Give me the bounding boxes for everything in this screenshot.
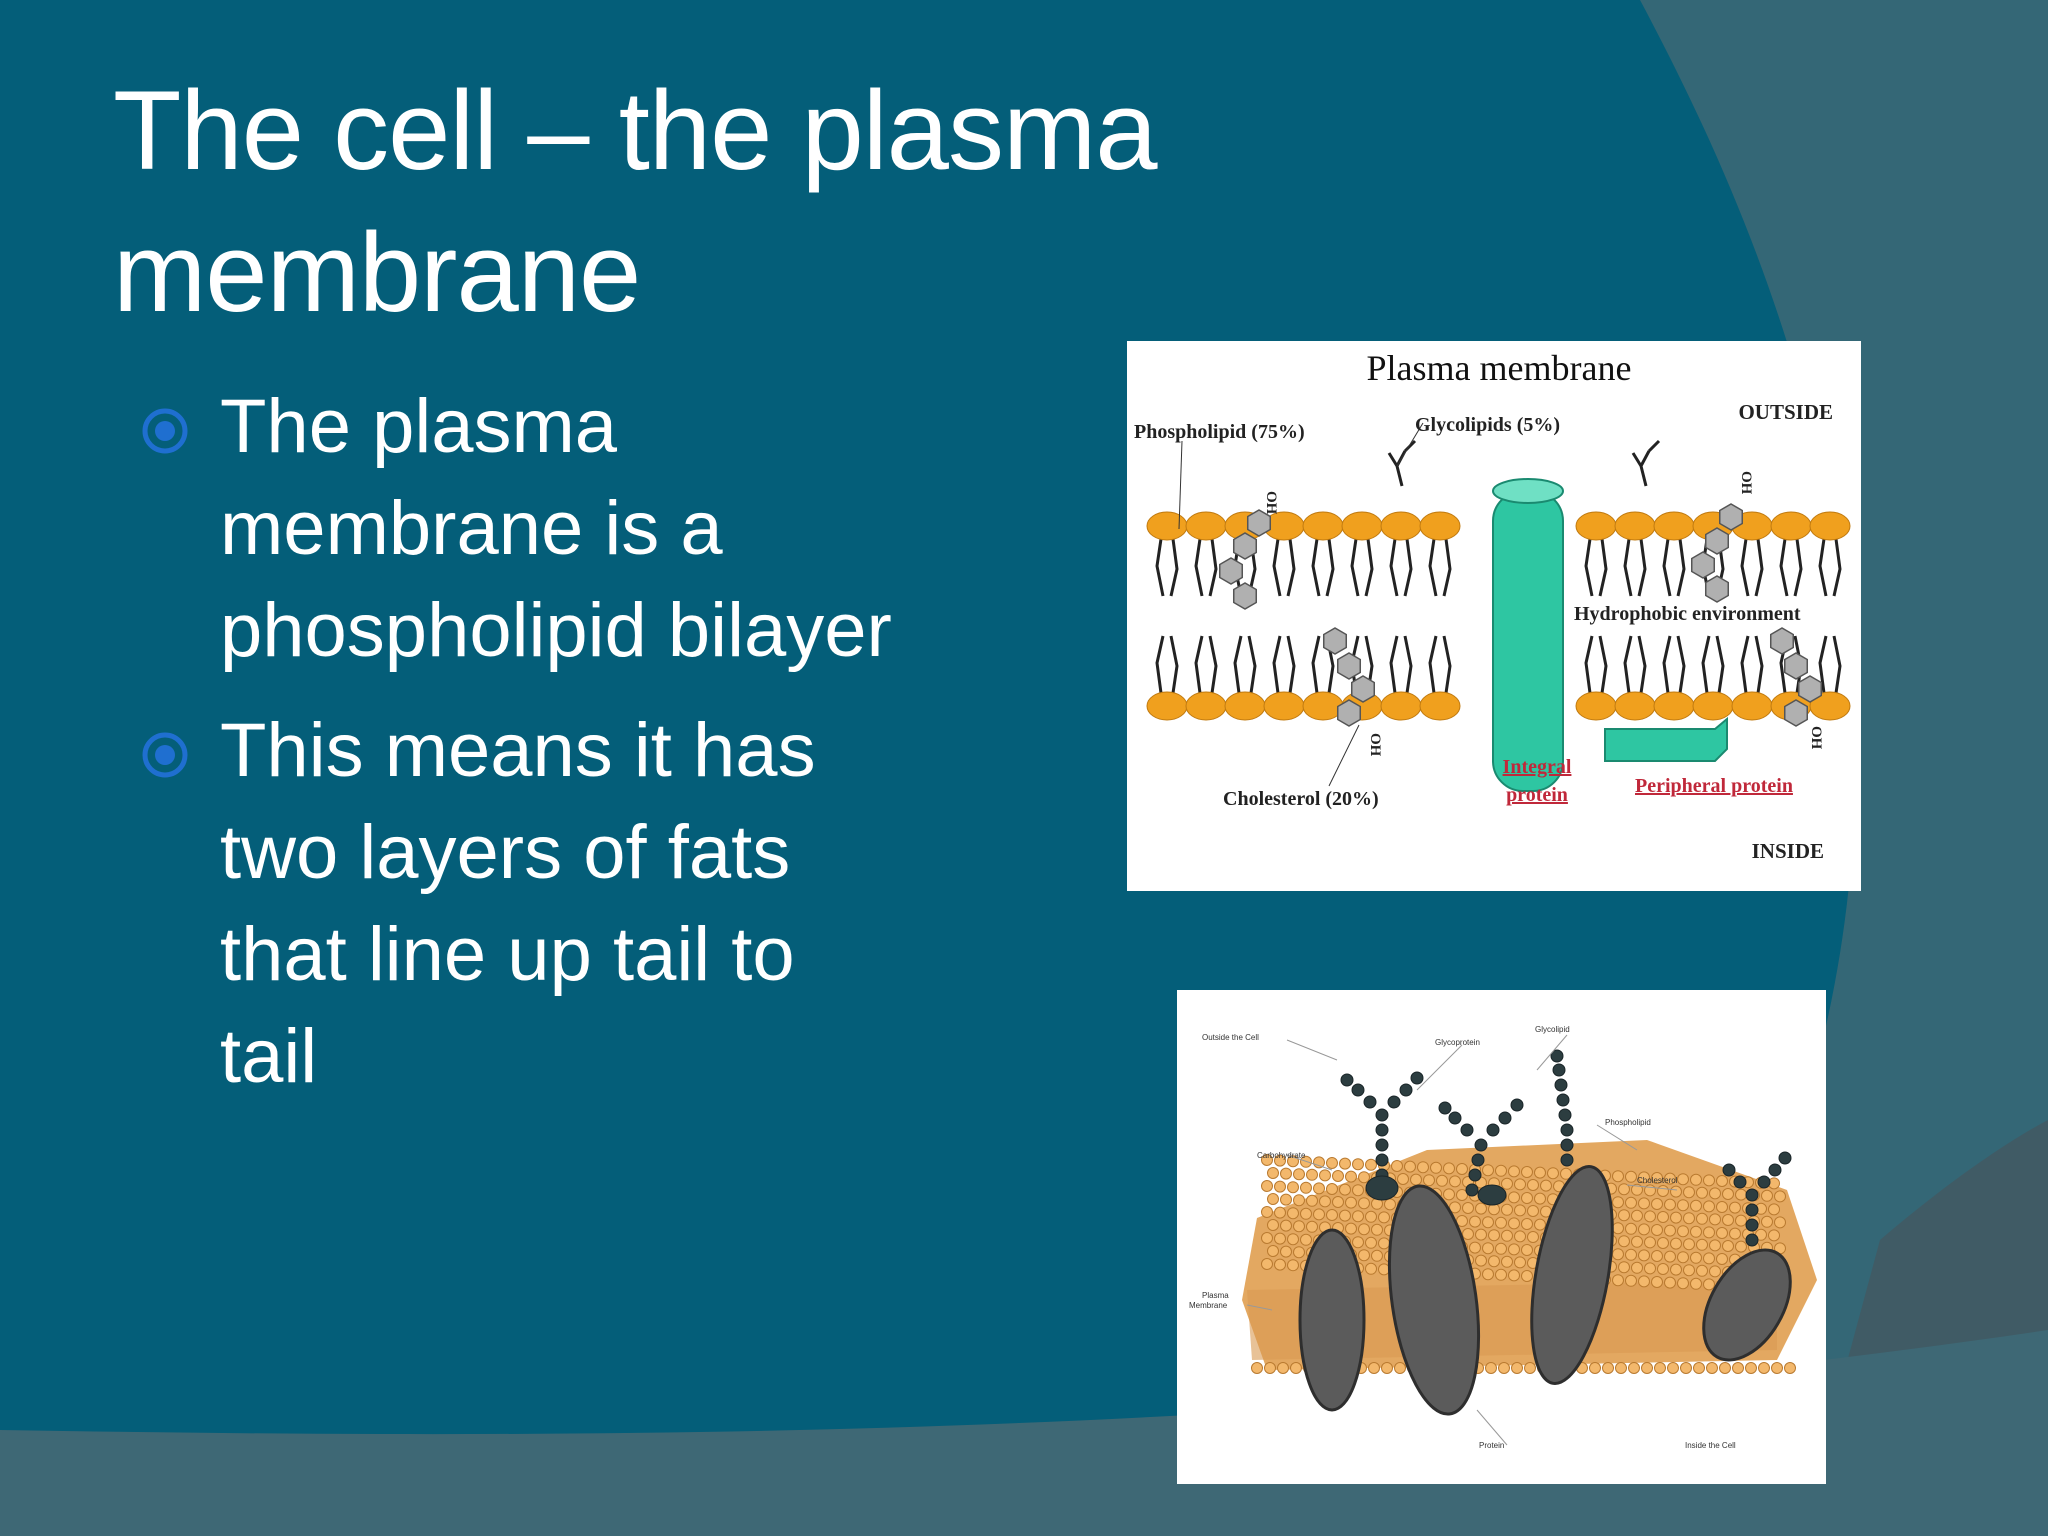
lipid-head xyxy=(1614,691,1656,721)
peripheral-protein-label: Peripheral protein xyxy=(1635,775,1793,797)
phospholipid-label: Phospholipid (75%) xyxy=(1134,421,1305,443)
lipid-head xyxy=(1770,511,1812,541)
cholesterol-ring xyxy=(1704,575,1730,603)
phospholipid-label: Phospholipid xyxy=(1605,1118,1651,1127)
cholesterol-ring xyxy=(1783,699,1809,727)
plasma-membrane-label: Plasma xyxy=(1202,1291,1229,1300)
cholesterol-ring xyxy=(1336,699,1362,727)
lipid-head xyxy=(1692,691,1734,721)
ring-dot-bullet-icon xyxy=(142,408,188,454)
lipid-head xyxy=(1653,511,1695,541)
cholesterol-ring xyxy=(1690,551,1716,579)
plasma-membrane-diagram-graphic: Plasma membrane OUTSIDE Phospholipid (75… xyxy=(1134,348,1851,863)
cholesterol-ring xyxy=(1336,652,1362,680)
diagram-title: Plasma membrane xyxy=(1367,348,1632,388)
integral-protein-label: Integral xyxy=(1503,756,1572,778)
cholesterol-ring xyxy=(1246,509,1272,537)
lipid-head xyxy=(1185,511,1227,541)
lipid-head xyxy=(1731,691,1773,721)
oh-label: OH xyxy=(1738,471,1754,495)
bullet-text-line: membrane is a xyxy=(220,486,723,571)
integral-protein-label: protein xyxy=(1506,784,1568,806)
slide-title-line: The cell – the plasma xyxy=(113,68,1158,193)
slide-title-line: membrane xyxy=(113,210,641,335)
cholesterol-ring xyxy=(1232,532,1258,560)
outside-label: OUTSIDE xyxy=(1738,400,1833,424)
cholesterol-ring xyxy=(1350,675,1376,703)
glycolipid-chains-icon xyxy=(1387,439,1661,487)
protein-shapes xyxy=(1298,1164,1792,1416)
carbohydrate-label: Carbohydrate xyxy=(1257,1151,1306,1160)
lipid-head xyxy=(1419,691,1461,721)
plasma-membrane-diagram: Plasma membrane OUTSIDE Phospholipid (75… xyxy=(1127,341,1861,891)
oh-label: OH xyxy=(1263,491,1279,515)
lipid-head xyxy=(1809,691,1851,721)
cholesterol-label: Cholesterol xyxy=(1637,1176,1678,1185)
integral-protein-shape xyxy=(1492,490,1564,792)
lipid-head xyxy=(1809,511,1851,541)
cholesterol-ring xyxy=(1718,503,1744,531)
lipid-head xyxy=(1302,511,1344,541)
cholesterol-ring xyxy=(1322,627,1348,655)
bullet-text-line: tail xyxy=(220,1014,318,1099)
bullet-item: This means it has two layers of fats tha… xyxy=(140,700,1040,1108)
cholesterol-ring xyxy=(1769,627,1795,655)
cholesterol-label: Cholesterol (20%) xyxy=(1223,788,1379,810)
peripheral-protein-shape xyxy=(1604,716,1728,762)
glycolipid-label: Glycolipid xyxy=(1535,1025,1570,1034)
lipid-head xyxy=(1575,511,1617,541)
oh-label: OH xyxy=(1808,726,1824,750)
glycoprotein-label: Glycoprotein xyxy=(1435,1038,1480,1047)
cholesterol-ring xyxy=(1704,527,1730,555)
bullet-text-line: The plasma xyxy=(220,384,618,469)
lipid-head xyxy=(1224,691,1266,721)
glycolipids-label: Glycolipids (5%) xyxy=(1415,414,1560,436)
lipid-head xyxy=(1653,691,1695,721)
bullet-item: The plasma membrane is a phospholipid bi… xyxy=(140,376,1040,682)
lipid-head xyxy=(1575,691,1617,721)
slide-title: The cell – the plasma membrane xyxy=(113,60,1413,344)
membrane-3d-illustration: Outside the Cell Glycoprotein Glycolipid… xyxy=(1177,990,1826,1484)
bullet-text-line: two layers of fats xyxy=(220,810,791,895)
hydrophobic-label: Hydrophobic environment xyxy=(1574,603,1801,625)
membrane-3d-graphic: Outside the Cell Glycoprotein Glycolipid… xyxy=(1189,1025,1817,1450)
lipid-head xyxy=(1380,511,1422,541)
outside-cell-label: Outside the Cell xyxy=(1202,1033,1259,1042)
lipid-head xyxy=(1380,691,1422,721)
bullet-list: The plasma membrane is a phospholipid bi… xyxy=(140,376,1040,1126)
cholesterol-ring xyxy=(1783,652,1809,680)
lipid-head xyxy=(1185,691,1227,721)
protein-label: Protein xyxy=(1479,1441,1504,1450)
bullet-text-line: phospholipid bilayer xyxy=(220,588,892,673)
lipid-head xyxy=(1263,691,1305,721)
lipid-head xyxy=(1341,511,1383,541)
lipid-head xyxy=(1614,511,1656,541)
lipid-head xyxy=(1146,691,1188,721)
carbohydrate-chain-icon xyxy=(1340,1049,1792,1247)
cholesterol-ring xyxy=(1797,675,1823,703)
cholesterol-ring xyxy=(1218,557,1244,585)
lipid-head xyxy=(1419,511,1461,541)
cholesterol-ring xyxy=(1232,582,1258,610)
inside-cell-label: Inside the Cell xyxy=(1685,1441,1736,1450)
oh-label: OH xyxy=(1367,733,1383,757)
ring-dot-bullet-icon xyxy=(142,732,188,778)
inside-label: INSIDE xyxy=(1752,839,1824,863)
bullet-text-line: This means it has xyxy=(220,708,816,793)
lipid-head xyxy=(1146,511,1188,541)
plasma-membrane-label: Membrane xyxy=(1189,1301,1228,1310)
bullet-text-line: that line up tail to xyxy=(220,912,795,997)
